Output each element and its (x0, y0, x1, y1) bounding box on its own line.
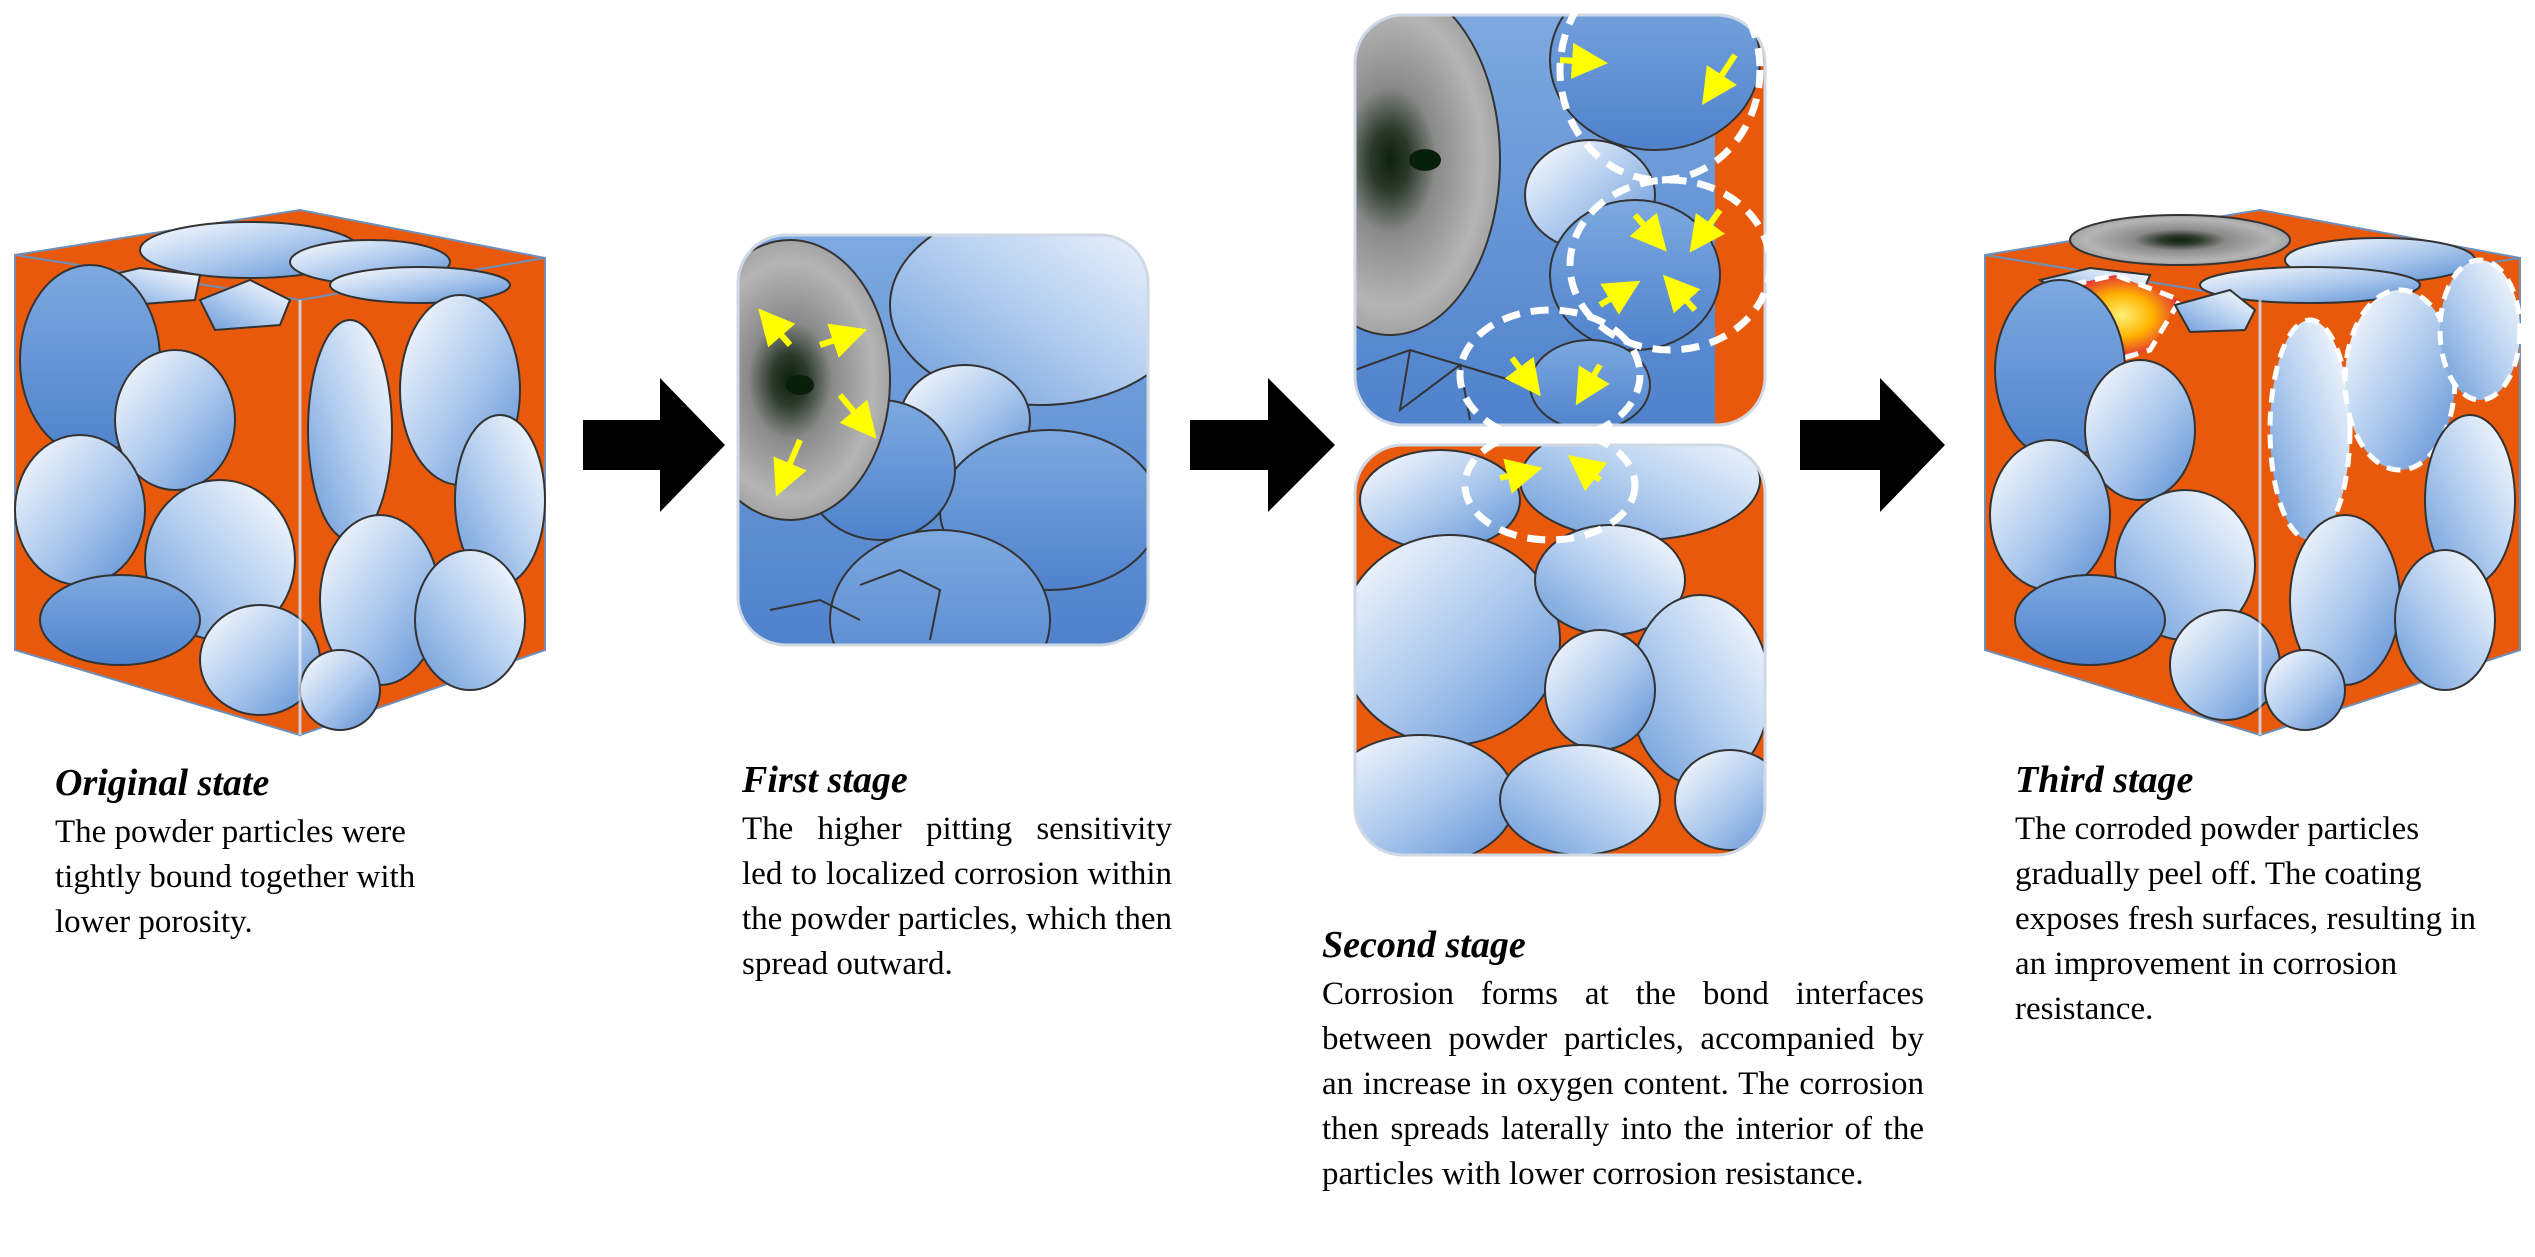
stage-description: The higher pitting sensitivity led to lo… (742, 811, 1172, 982)
caption-third-stage: Third stage The corroded powder particle… (2015, 757, 2487, 1032)
stage-description: Corrosion forms at the bond interfaces b… (1322, 976, 1924, 1192)
first-stage-panel (736, 233, 1150, 647)
stage-description: The powder particles were tightly bound … (55, 814, 416, 940)
caption-original-state: Original state The powder particles were… (55, 760, 475, 945)
caption-second-stage: Second stage Corrosion forms at the bond… (1322, 922, 1924, 1197)
right-arrow-icon (1190, 378, 1335, 512)
original-state-cube (14, 208, 546, 737)
yellow-arrow-icon (758, 308, 877, 497)
right-arrow-icon (1800, 378, 1945, 512)
yellow-arrow-icon (1499, 42, 1738, 494)
stage-title: Original state (55, 762, 270, 804)
stage-title: Third stage (2015, 759, 2194, 801)
stage-title: Second stage (1322, 924, 1526, 966)
second-stage-bottom-panel (1353, 443, 1767, 857)
corrosion-pit-icon (2069, 214, 2291, 266)
right-arrow-icon (583, 378, 725, 512)
caption-first-stage: First stage The higher pitting sensitivi… (742, 757, 1172, 987)
corrosion-pit-icon (1355, 15, 1501, 336)
second-stage-top-panel (1353, 13, 1767, 427)
third-stage-cube (1984, 208, 2523, 737)
second-stage-interfaces (1456, 0, 1774, 544)
stage-title: First stage (742, 759, 908, 801)
stage-description: The corroded powder particles gradually … (2015, 811, 2476, 1027)
